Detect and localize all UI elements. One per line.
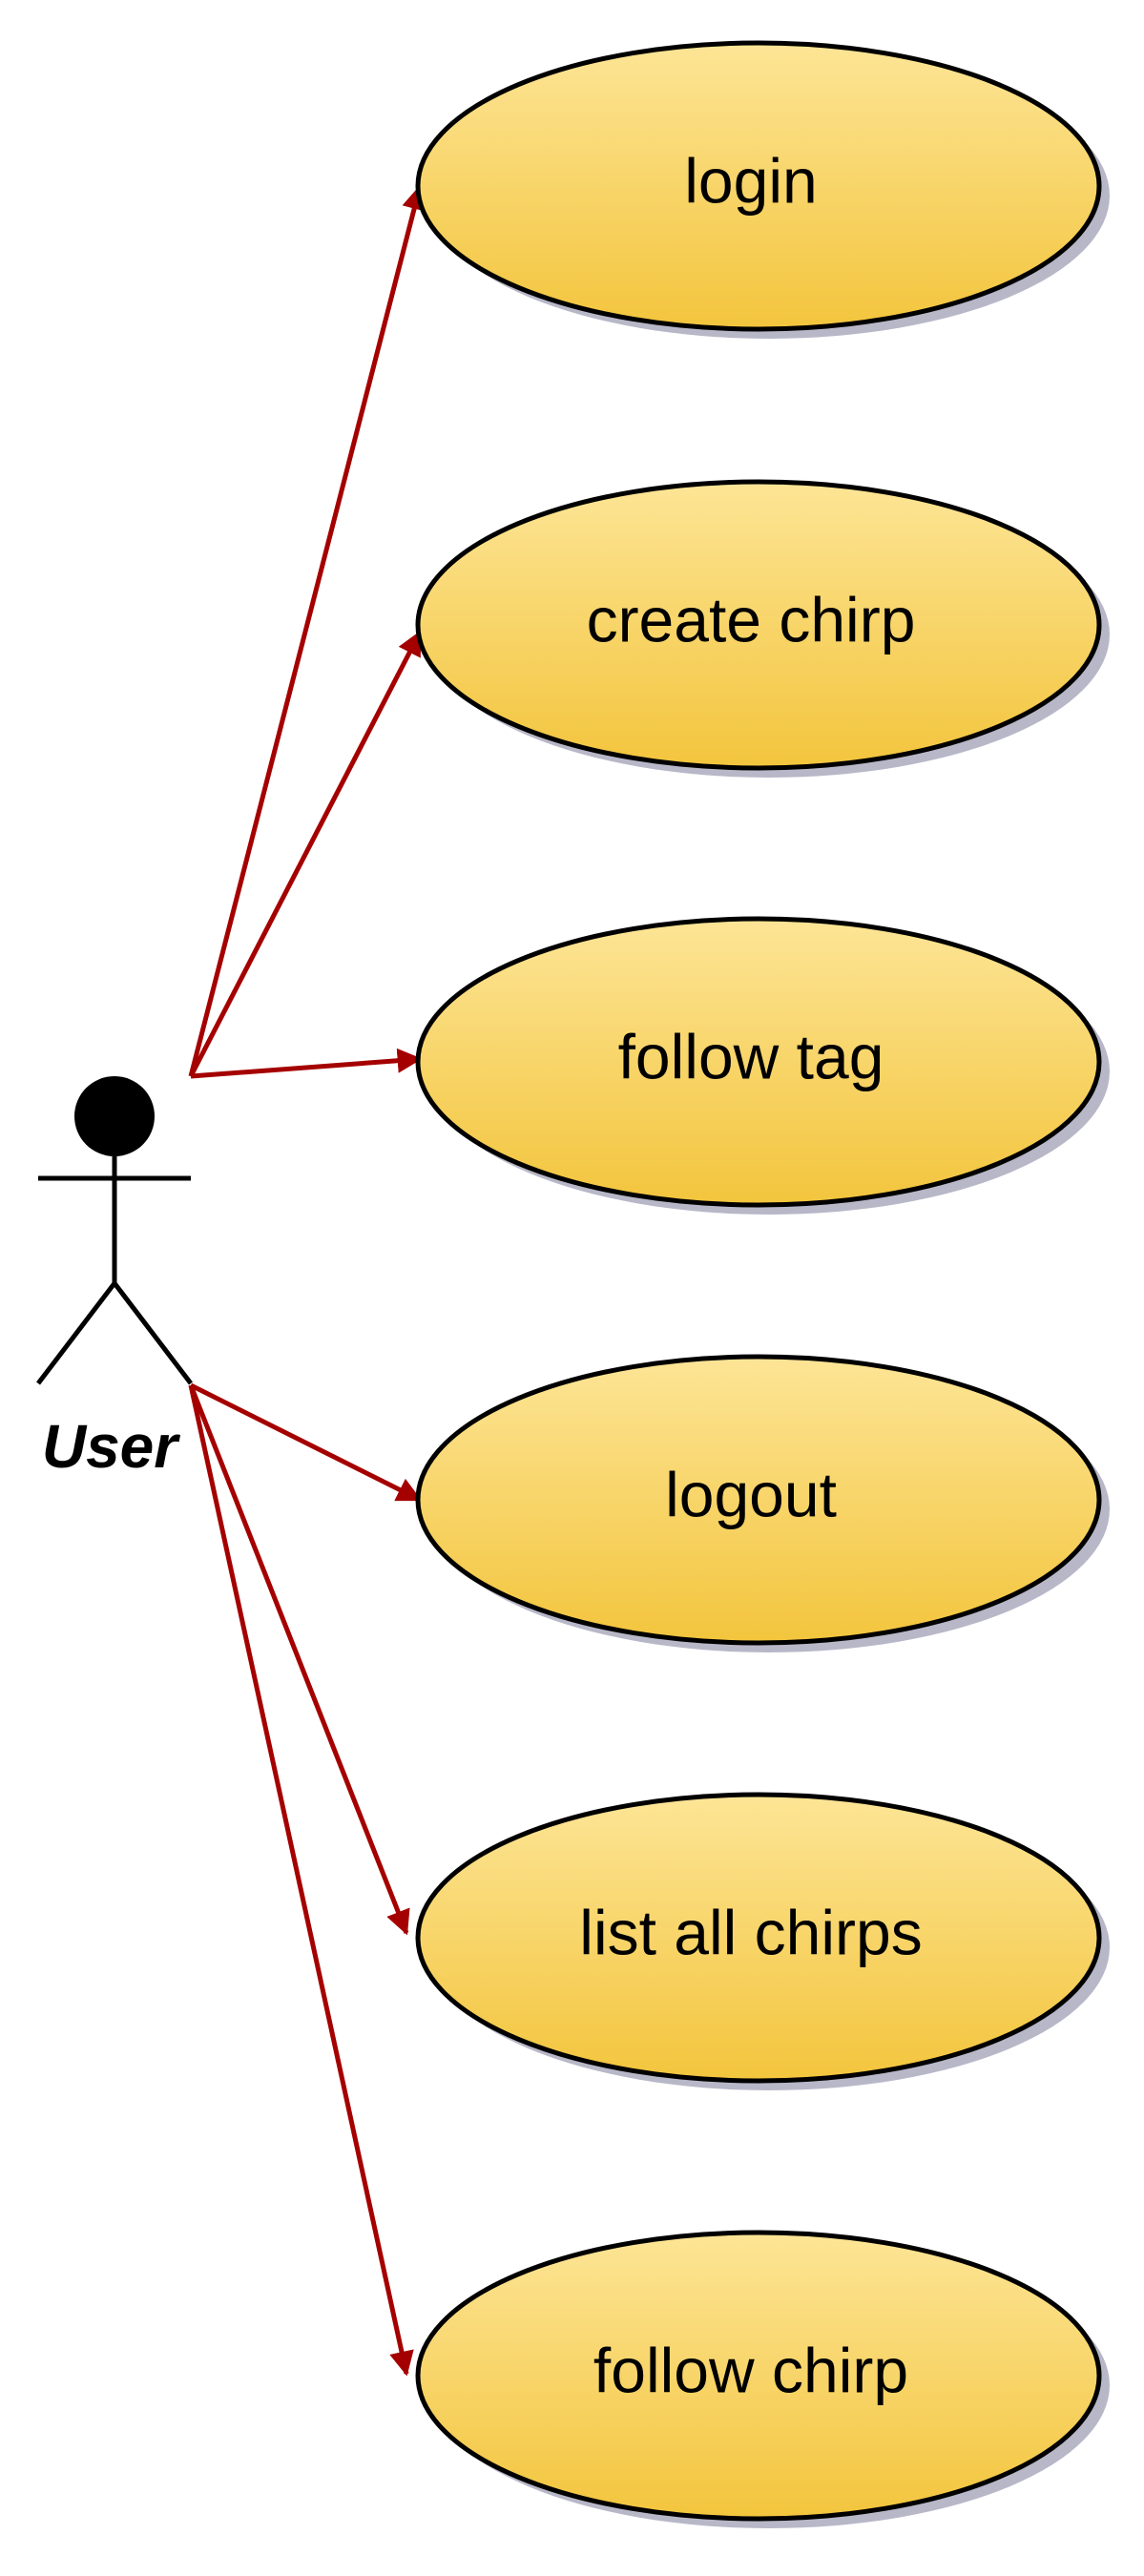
association-list-all-chirps (188, 1384, 410, 1936)
association-create-chirp (188, 630, 423, 1078)
actor-left-leg (36, 1281, 116, 1385)
actor-label: User (42, 1412, 180, 1481)
association-login (188, 184, 426, 1077)
use-case-ellipse (415, 1354, 1102, 1646)
use-case-ellipse (415, 1792, 1102, 2084)
use-case-follow-tag[interactable]: follow tag (415, 916, 1110, 1215)
use-case-follow-chirp[interactable]: follow chirp (415, 2230, 1110, 2528)
use-case-ellipse (415, 479, 1102, 771)
association-follow-chirp (188, 1384, 414, 2377)
association-follow-tag (190, 1048, 423, 1079)
use-case-label: login (684, 145, 817, 216)
use-case-ellipse (415, 2230, 1102, 2522)
use-case-label: follow tag (618, 1021, 884, 1091)
use-case-label: create chirp (587, 584, 916, 654)
use-case-label: follow chirp (593, 2335, 908, 2405)
use-case-ellipse (415, 916, 1102, 1208)
use-case-ellipse (415, 40, 1102, 332)
use-case-create-chirp[interactable]: create chirp (415, 479, 1110, 778)
actor-head (74, 1076, 155, 1156)
use-case-list-all-chirps[interactable]: list all chirps (415, 1792, 1110, 2090)
actor-user[interactable]: User (36, 1076, 193, 1481)
use-case-label: logout (665, 1459, 837, 1529)
use-case-login[interactable]: login (415, 40, 1110, 339)
associations (188, 184, 426, 2377)
use-case-logout[interactable]: logout (415, 1354, 1110, 1652)
actor-right-leg (113, 1281, 193, 1385)
association-logout (189, 1382, 423, 1503)
use-case-label: list all chirps (579, 1897, 922, 1967)
